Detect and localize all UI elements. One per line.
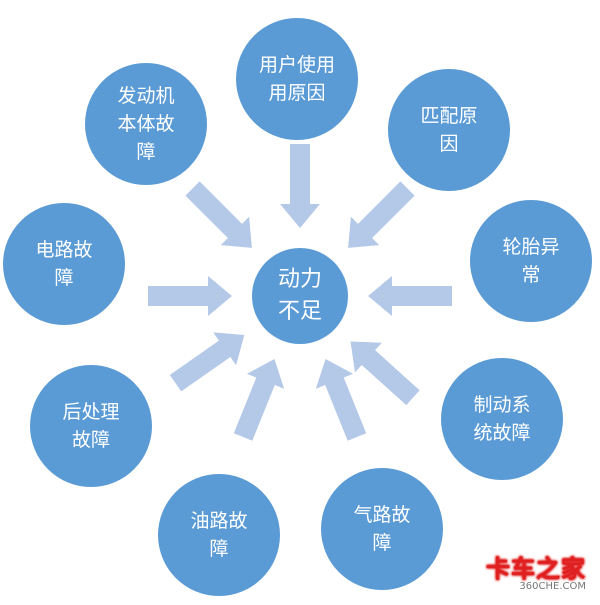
arrow-from-gas-line: [315, 359, 367, 441]
arrow-from-oil-line: [233, 359, 285, 441]
arrow-from-engine: [185, 181, 252, 248]
arrow-from-user-usage: [280, 144, 320, 228]
arrow-from-matching: [348, 181, 415, 248]
arrow-from-after-treatment: [169, 332, 245, 392]
node-circuit: 电路故 障: [3, 203, 125, 325]
node-engine: 发动机 本体故 障: [85, 63, 207, 185]
node-center-power-shortage: 动力 不足: [252, 248, 348, 344]
node-gas-line: 气路故 障: [321, 468, 443, 590]
node-user-usage: 用户使用 用原因: [236, 18, 358, 140]
node-tire: 轮胎异 常: [470, 200, 592, 322]
arrow-from-circuit: [148, 276, 232, 316]
node-oil-line: 油路故 障: [158, 474, 280, 596]
node-after-treatment: 后处理 故障: [30, 365, 152, 487]
arrow-from-brake: [350, 341, 420, 406]
arrow-from-tire: [368, 276, 452, 316]
node-matching: 匹配原 因: [388, 69, 510, 191]
watermark-logo: 卡车之家 360CHE.COM: [486, 557, 586, 593]
watermark-main: 卡车之家: [486, 555, 586, 583]
node-brake: 制动系 统故障: [441, 358, 563, 480]
watermark-sub: 360CHE.COM: [519, 581, 586, 592]
